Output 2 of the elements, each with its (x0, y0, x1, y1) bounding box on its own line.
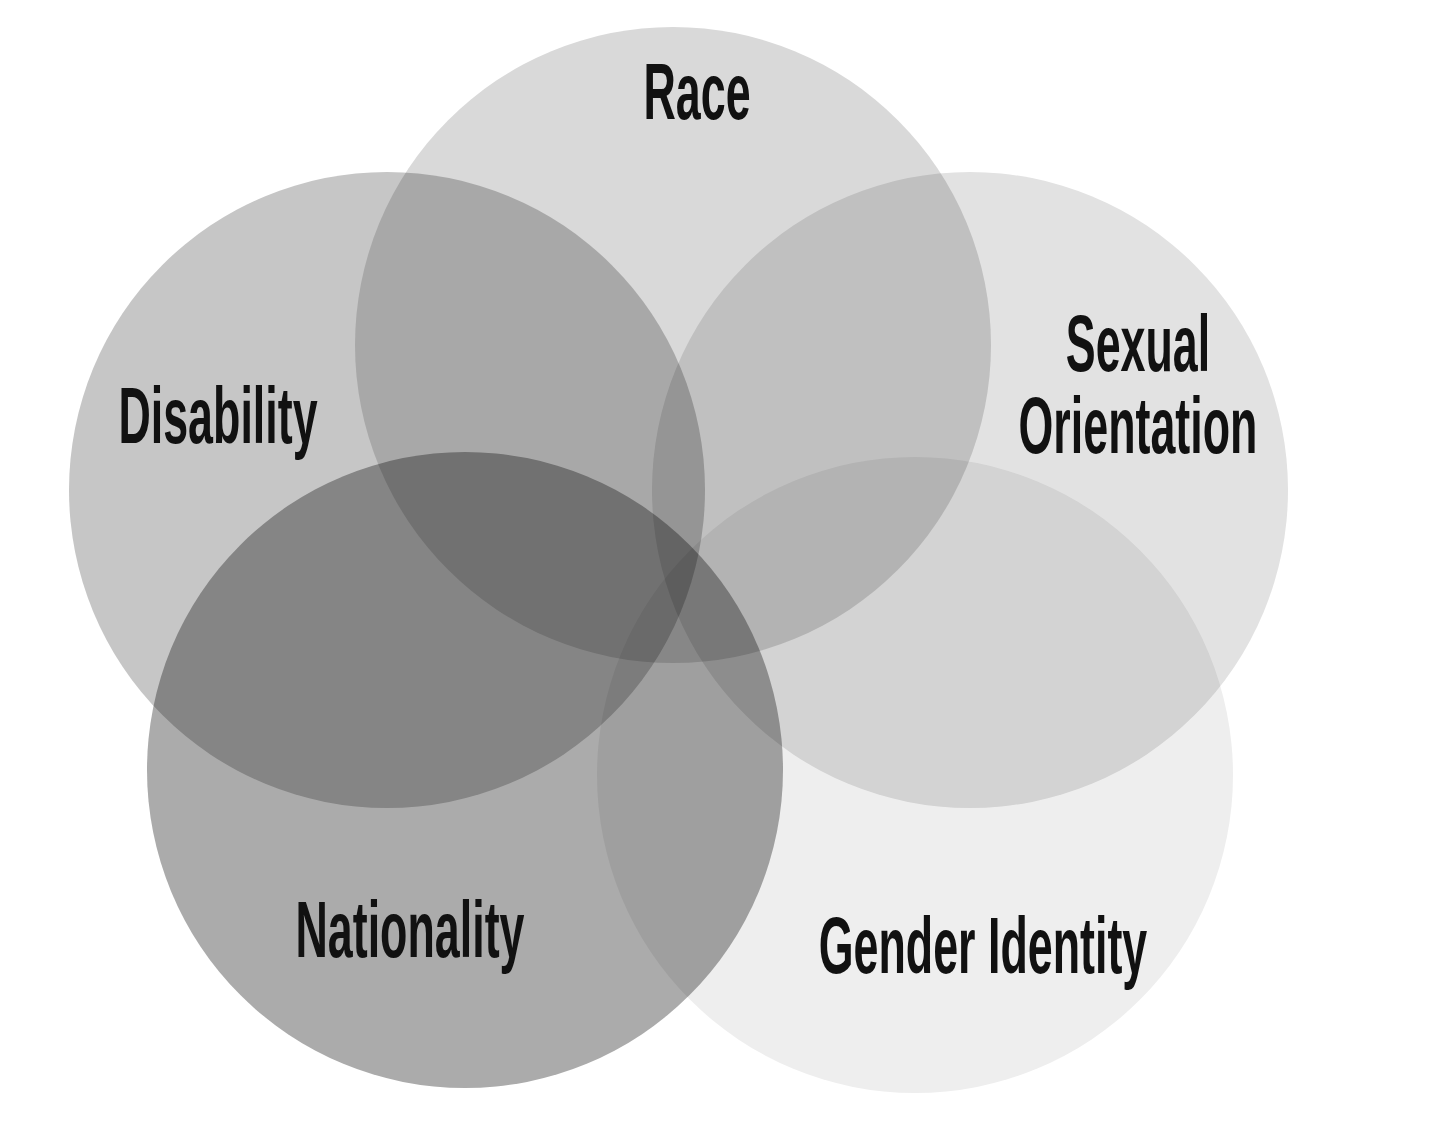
category-label: Sexual Orientation (1017, 303, 1259, 467)
category-label: Race (642, 51, 752, 133)
